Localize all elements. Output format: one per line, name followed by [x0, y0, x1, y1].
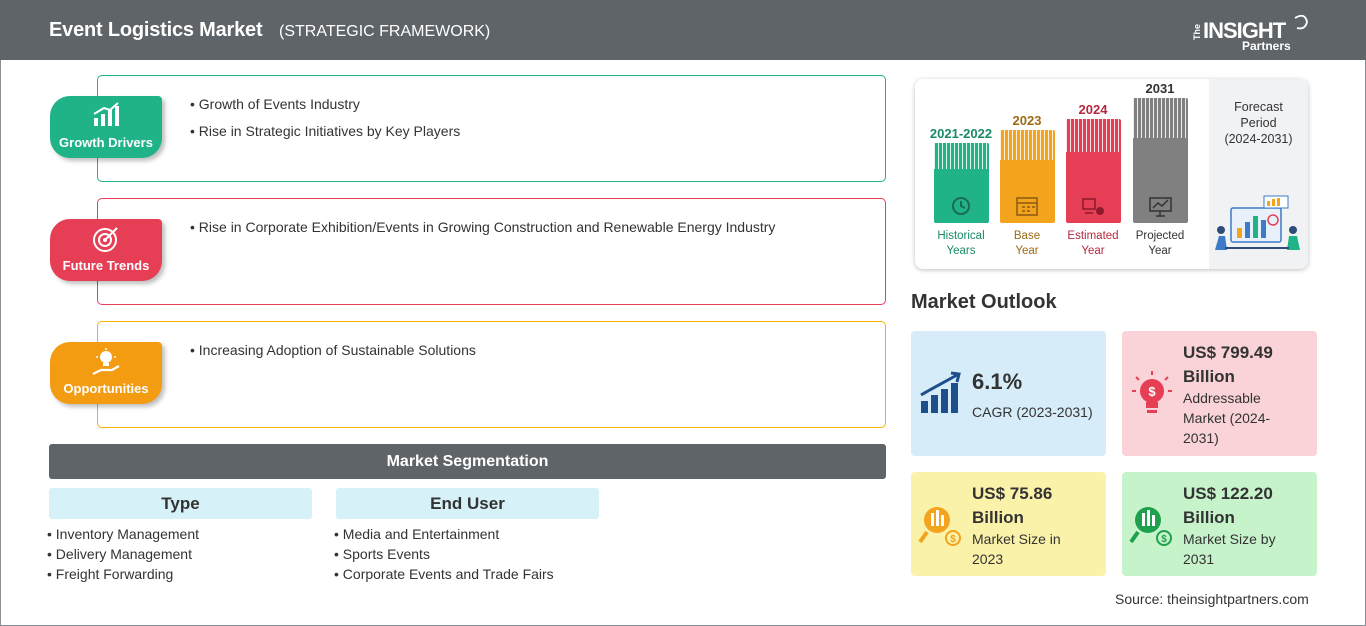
- timeline-label-line: Estimated: [1067, 230, 1119, 242]
- list-item: Rise in Corporate Exhibition/Events in G…: [190, 219, 776, 235]
- bar-stripes: [1000, 130, 1055, 160]
- size-2023-desc-line1: Market Size in: [972, 531, 1061, 547]
- timeline-year: 2021-2022: [929, 126, 993, 141]
- segment-heading-type: Type: [49, 488, 312, 519]
- presentation-board-icon: [1149, 197, 1172, 217]
- list-item: Media and Entertainment: [334, 526, 554, 542]
- timeline-label-line: Projected: [1135, 230, 1185, 242]
- growth-drivers-badge: Growth Drivers: [50, 96, 162, 158]
- history-clock-icon: [952, 197, 970, 215]
- addressable-desc-line2: Market (2024-: [1183, 410, 1271, 426]
- segment-heading-end-user: End User: [336, 488, 599, 519]
- list-item: Growth of Events Industry: [190, 96, 460, 112]
- estimate-gear-icon: [1082, 198, 1104, 215]
- svg-text:$: $: [1148, 384, 1156, 399]
- growth-drivers-list: Growth of Events Industry Rise in Strate…: [190, 96, 460, 150]
- bar-stripes: [934, 143, 989, 169]
- page-subtitle: (STRATEGIC FRAMEWORK): [279, 23, 491, 40]
- cagr-card: 6.1% CAGR (2023-2031): [911, 331, 1106, 456]
- timeline-year: 2024: [1078, 102, 1108, 117]
- timeline-label-line: Year: [1015, 245, 1039, 257]
- future-trends-list: Rise in Corporate Exhibition/Events in G…: [190, 219, 776, 246]
- source-link[interactable]: Source: theinsightpartners.com: [1115, 591, 1309, 607]
- forecast-line: (2024-2031): [1224, 132, 1293, 146]
- timeline-label-line: Year: [1148, 245, 1172, 257]
- timeline-label-line: Historical: [937, 230, 985, 242]
- size-2031-value-line2: Billion: [1183, 508, 1235, 527]
- cagr-value: 6.1%: [972, 369, 1023, 394]
- timeline-bar: [1133, 98, 1188, 223]
- idea-hand-icon: [92, 348, 120, 375]
- logo-insight-text: INSIGHT: [1203, 18, 1286, 43]
- size-2031-value-line1: US$ 122.20: [1183, 484, 1273, 503]
- size-2031-desc-line2: 2031: [1183, 551, 1215, 567]
- timeline-year: 2031: [1145, 81, 1175, 96]
- forecast-label: Forecast Period (2024-2031): [1209, 99, 1308, 147]
- list-item: Delivery Management: [47, 546, 199, 562]
- size-2023-value-line2: Billion: [972, 508, 1024, 527]
- timeline-year: 2023: [1012, 113, 1042, 128]
- market-size-2023-card: $ US$ 75.86 Billion Market Size in 2023: [911, 472, 1106, 576]
- insight-partners-logo[interactable]: The INSIGHT Partners: [1192, 10, 1312, 54]
- timeline-bar: [934, 143, 989, 223]
- addressable-desc-line3: 2031): [1183, 430, 1219, 446]
- bar-stripes: [1066, 119, 1121, 152]
- market-outlook-title: Market Outlook: [911, 291, 1057, 313]
- header-bar: Event Logistics Market (STRATEGIC FRAMEW…: [0, 0, 1366, 60]
- forecast-line: Forecast: [1234, 100, 1283, 114]
- list-item: Sports Events: [334, 546, 554, 562]
- badge-label: Future Trends: [62, 258, 150, 273]
- timeline-bar: [1000, 130, 1055, 223]
- list-item: Inventory Management: [47, 526, 199, 542]
- list-item: Freight Forwarding: [47, 566, 199, 582]
- opportunities-box: Increasing Adoption of Sustainable Solut…: [97, 321, 886, 428]
- calendar-icon: [1016, 197, 1038, 216]
- bar-stripes: [1133, 98, 1188, 138]
- list-item: Increasing Adoption of Sustainable Solut…: [190, 342, 476, 358]
- addressable-value-line1: US$ 799.49: [1183, 343, 1273, 362]
- svg-text:$: $: [950, 534, 956, 545]
- size-2031-desc-line1: Market Size by: [1183, 531, 1276, 547]
- market-size-2031-card: $ US$ 122.20 Billion Market Size by 2031: [1122, 472, 1317, 576]
- future-trends-box: Rise in Corporate Exhibition/Events in G…: [97, 198, 886, 305]
- dollar-bulb-icon: $: [1132, 371, 1172, 413]
- timeline-label-line: Year: [1081, 245, 1105, 257]
- opportunities-list: Increasing Adoption of Sustainable Solut…: [190, 342, 476, 369]
- badge-label: Growth Drivers: [59, 135, 153, 150]
- size-2023-value-line1: US$ 75.86: [972, 484, 1053, 503]
- opportunities-badge: Opportunities: [50, 342, 162, 404]
- list-item: Rise in Strategic Initiatives by Key Pla…: [190, 123, 460, 139]
- svg-text:$: $: [1161, 534, 1167, 545]
- logo-partners-text: Partners: [1242, 39, 1291, 53]
- list-item: Corporate Events and Trade Fairs: [334, 566, 554, 582]
- cagr-chart-icon: [920, 371, 961, 413]
- addressable-desc-line1: Addressable: [1183, 390, 1261, 406]
- segment-list-type: Inventory Management Delivery Management…: [47, 526, 199, 586]
- growth-drivers-box: Growth of Events Industry Rise in Strate…: [97, 75, 886, 182]
- analytics-people-icon: [1215, 195, 1300, 250]
- cagr-desc: CAGR (2023-2031): [972, 404, 1093, 420]
- page-title: Event Logistics Market: [49, 19, 263, 41]
- timeline-label-line: Years: [946, 245, 976, 257]
- market-segmentation-header: Market Segmentation: [49, 444, 886, 479]
- addressable-market-card: $ US$ 799.49 Billion Addressable Market …: [1122, 331, 1317, 456]
- forecast-line: Period: [1240, 116, 1277, 130]
- logo-swoosh-icon: [1294, 14, 1308, 30]
- coin-search-icon: $: [918, 507, 961, 546]
- growth-chart-icon: [93, 102, 119, 126]
- target-icon: [93, 227, 118, 252]
- timeline-label-line: Base: [1013, 230, 1041, 242]
- segment-list-end-user: Media and Entertainment Sports Events Co…: [334, 526, 554, 586]
- future-trends-badge: Future Trends: [50, 219, 162, 281]
- badge-label: Opportunities: [63, 381, 149, 396]
- size-2023-desc-line2: 2023: [972, 551, 1004, 567]
- timeline-bar: [1066, 119, 1121, 223]
- coin-chart-icon: $: [1129, 507, 1172, 546]
- addressable-value-line2: Billion: [1183, 367, 1235, 386]
